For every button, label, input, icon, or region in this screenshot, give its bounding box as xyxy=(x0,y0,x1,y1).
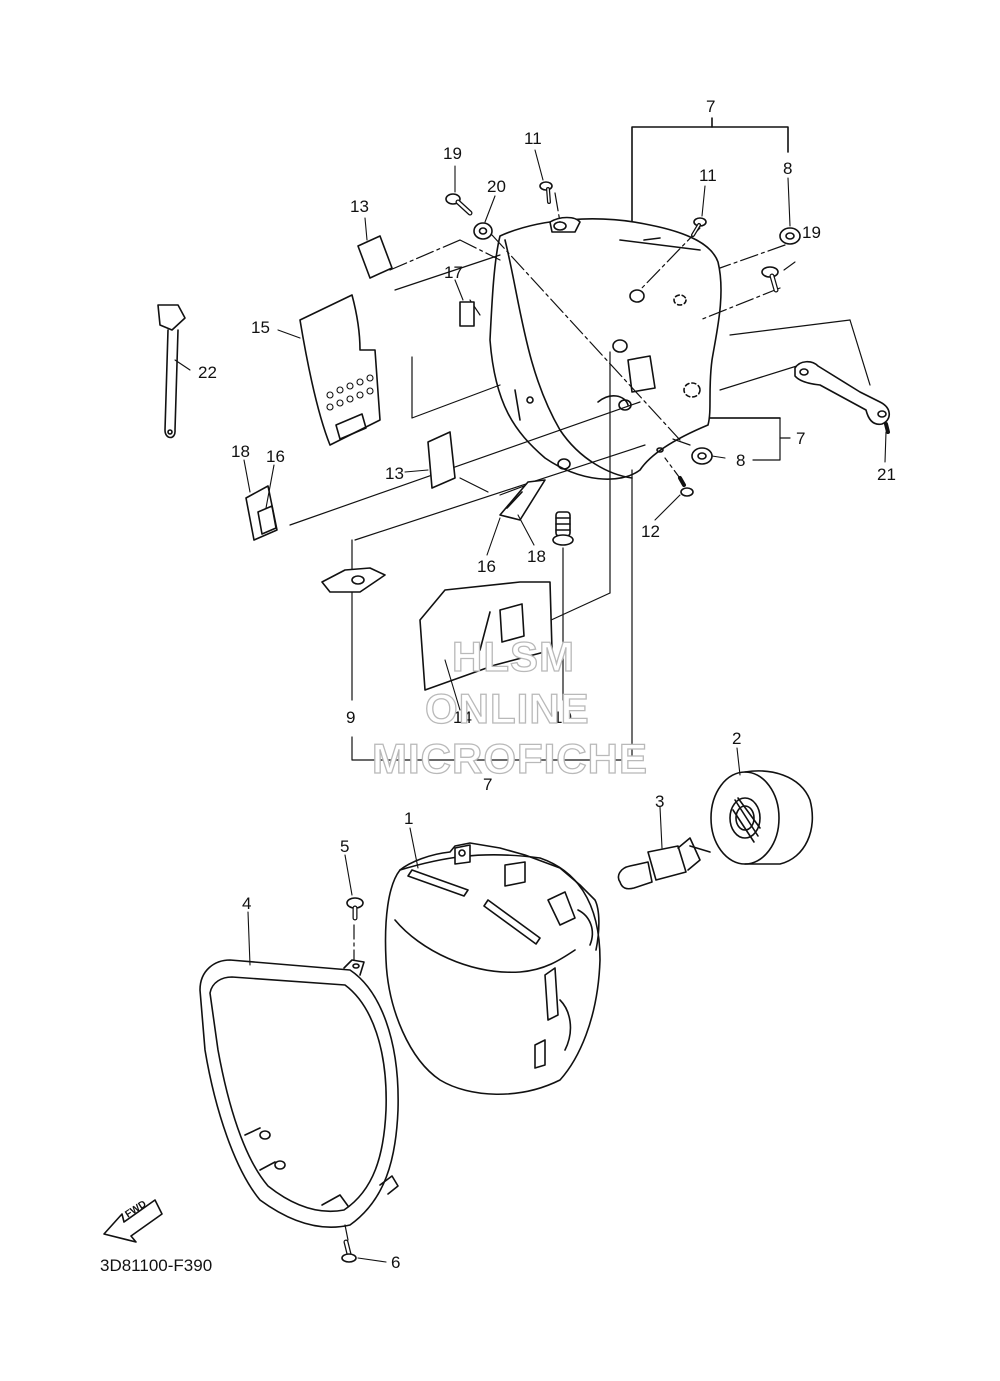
part-label-11-right: 11 xyxy=(699,166,717,185)
bolt-19-left xyxy=(445,193,473,216)
pad-16-18-right xyxy=(499,479,546,521)
part-label-22: 22 xyxy=(198,363,217,382)
part-label-8-top: 8 xyxy=(783,159,793,178)
part-label-7-bottom: 7 xyxy=(483,775,493,794)
part-label-1: 1 xyxy=(404,809,414,828)
part-label-14: 14 xyxy=(453,708,472,727)
grommet-8-bottom xyxy=(691,447,713,465)
sheet-15 xyxy=(299,294,381,446)
screw-5 xyxy=(346,897,364,921)
part-label-10: 10 xyxy=(553,708,572,727)
watermark-line-3: MICROFICHE xyxy=(371,735,648,782)
part-label-7-top: 7 xyxy=(706,97,716,116)
leader-lines xyxy=(174,149,887,1263)
bracket-7-top xyxy=(631,117,789,233)
headlight-rim-4 xyxy=(199,959,399,1228)
part-label-20: 20 xyxy=(487,177,506,196)
diagram-code: 3D81100-F390 xyxy=(100,1256,213,1275)
collar-10 xyxy=(552,511,574,546)
pad-18-left xyxy=(245,485,278,541)
bolt-19-right xyxy=(761,266,779,293)
sheet-13-top xyxy=(357,235,393,279)
sheet-17 xyxy=(459,301,475,327)
screw-6-guide xyxy=(344,1224,349,1241)
screw-12 xyxy=(678,476,694,497)
part-label-11-left: 11 xyxy=(524,129,542,148)
part-label-6: 6 xyxy=(391,1253,401,1272)
socket-cover-2 xyxy=(710,770,814,865)
bracket-21 xyxy=(794,360,891,434)
screw-11-right xyxy=(691,217,707,237)
part-label-16-left: 16 xyxy=(266,447,285,466)
part-label-4: 4 xyxy=(242,894,252,913)
part-label-17: 17 xyxy=(444,263,463,282)
part-label-16-right: 16 xyxy=(477,557,496,576)
part-label-19-left: 19 xyxy=(443,144,462,163)
watermark-line-1: HLSM xyxy=(451,633,575,680)
washer-20 xyxy=(473,222,493,240)
part-label-13-top: 13 xyxy=(350,197,369,216)
sheet-13-bottom xyxy=(427,431,456,489)
watermark-line-2: ONLINE xyxy=(424,685,590,732)
part-label-19-right: 19 xyxy=(802,223,821,242)
part-label-5: 5 xyxy=(340,837,350,856)
screw-11-left xyxy=(539,181,553,204)
part-label-3: 3 xyxy=(655,792,665,811)
part-label-7-right: 7 xyxy=(796,429,806,448)
connector-lines xyxy=(389,192,786,486)
part-label-8-bottom: 8 xyxy=(736,451,746,470)
cable-tie-22 xyxy=(157,304,186,439)
part-label-9: 9 xyxy=(346,708,356,727)
part-label-12: 12 xyxy=(641,522,660,541)
bracket-9 xyxy=(321,567,386,593)
headlight-unit-1 xyxy=(384,842,601,1096)
fwd-arrow xyxy=(103,1199,163,1243)
guide-lines xyxy=(289,254,871,769)
grommet-8-top xyxy=(779,227,801,245)
part-label-2: 2 xyxy=(732,729,742,748)
headlight-housing xyxy=(489,216,722,480)
part-label-18-left: 18 xyxy=(231,442,250,461)
part-label-13-bottom: 13 xyxy=(385,464,404,483)
part-label-15: 15 xyxy=(251,318,270,337)
part-label-18-right: 18 xyxy=(527,547,546,566)
sheet-14 xyxy=(419,581,553,691)
screw-6 xyxy=(341,1239,357,1263)
bulb-3 xyxy=(617,837,711,890)
part-label-21: 21 xyxy=(877,465,896,484)
